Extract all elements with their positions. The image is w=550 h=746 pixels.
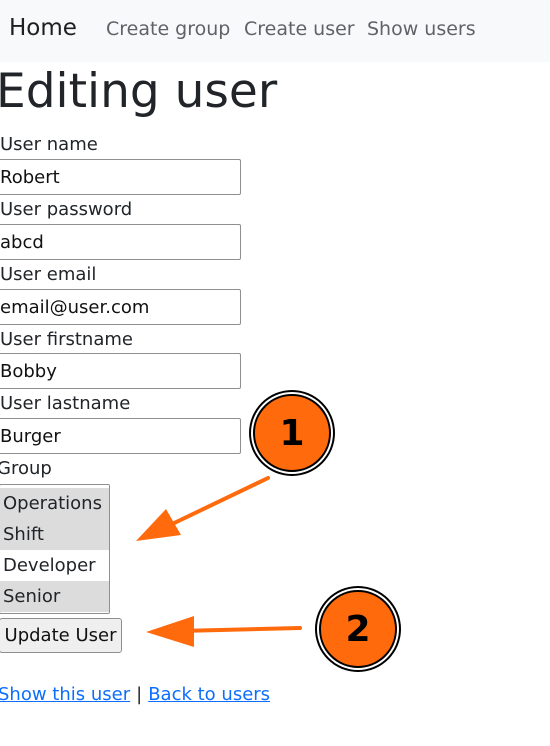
navbar: Home Create group Create user Show users bbox=[0, 0, 550, 62]
user-lastname-input[interactable] bbox=[0, 418, 241, 454]
nav-show-users-link[interactable]: Show users bbox=[367, 18, 476, 40]
user-name-label: User name bbox=[0, 134, 98, 155]
group-option-shift[interactable]: Shift bbox=[0, 519, 109, 550]
group-multiselect[interactable]: Operations Shift Developer Senior bbox=[0, 484, 110, 614]
nav-create-user-link[interactable]: Create user bbox=[244, 18, 355, 40]
nav-create-group-link[interactable]: Create group bbox=[106, 18, 231, 40]
show-this-user-link[interactable]: Show this user bbox=[0, 684, 131, 705]
link-separator: | bbox=[136, 684, 143, 705]
annotation-badge-1: 1 bbox=[253, 394, 331, 472]
group-label: Group bbox=[0, 458, 52, 479]
user-firstname-label: User firstname bbox=[0, 329, 133, 350]
user-email-input[interactable] bbox=[0, 289, 241, 325]
user-password-label: User password bbox=[0, 199, 133, 220]
user-name-input[interactable] bbox=[0, 159, 241, 195]
user-email-label: User email bbox=[0, 264, 97, 285]
group-option-developer[interactable]: Developer bbox=[3, 555, 96, 576]
back-to-users-link[interactable]: Back to users bbox=[148, 684, 271, 705]
annotation-arrow-2-head bbox=[146, 616, 194, 647]
nav-home-link[interactable]: Home bbox=[9, 15, 77, 41]
annotation-arrow-2-shaft bbox=[178, 626, 302, 633]
annotation-arrow-1-head bbox=[136, 509, 181, 541]
user-firstname-input[interactable] bbox=[0, 353, 241, 389]
group-option-senior[interactable]: Senior bbox=[0, 581, 109, 612]
footer-links: Show this user|Back to users bbox=[0, 684, 270, 705]
page-title: Editing user bbox=[0, 64, 278, 119]
group-option-operations[interactable]: Operations bbox=[0, 488, 109, 519]
user-lastname-label: User lastname bbox=[0, 393, 131, 414]
annotation-arrow-1-shaft bbox=[166, 476, 270, 528]
update-user-button[interactable]: Update User bbox=[0, 618, 122, 653]
user-password-input[interactable] bbox=[0, 224, 241, 260]
annotation-badge-2: 2 bbox=[319, 590, 397, 668]
